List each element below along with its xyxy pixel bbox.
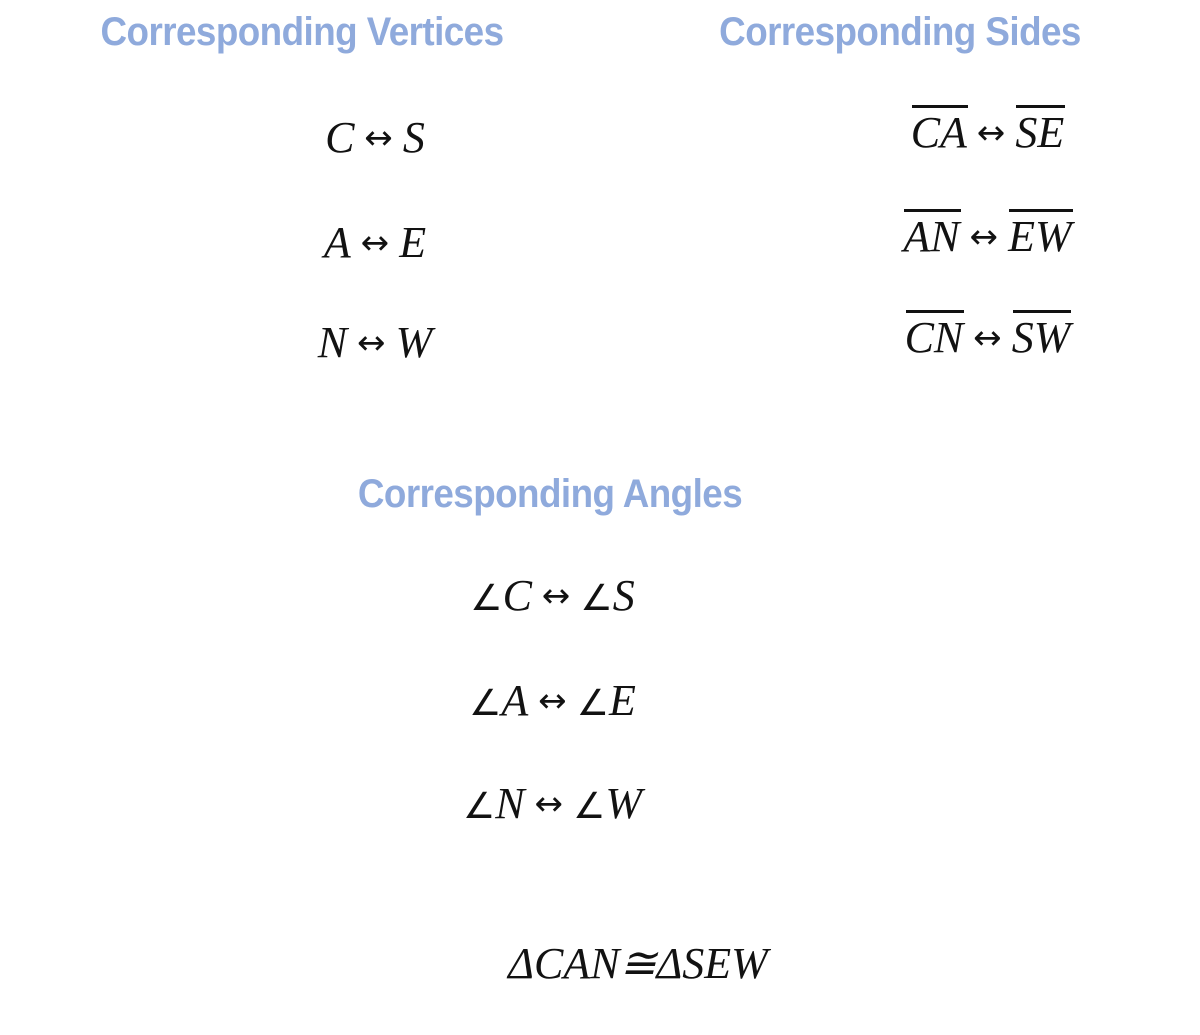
vertex-left-label: C <box>325 113 355 162</box>
angle-left-label: N <box>495 779 525 828</box>
congruent-symbol-icon: ≅ <box>619 939 657 988</box>
side-pair-row: CN↔SW <box>845 309 1130 367</box>
angle-symbol-icon: ∠ <box>462 786 496 827</box>
correspondence-arrow-icon: ↔ <box>541 576 571 616</box>
segment-left-label: AN <box>903 208 961 263</box>
side-pair-row: AN↔EW <box>845 208 1130 266</box>
delta-symbol-icon: Δ <box>508 939 534 988</box>
correspondence-arrow-icon: ↔ <box>976 113 1006 153</box>
vertex-right-label: S <box>402 113 425 162</box>
angle-symbol-icon: ∠ <box>573 786 606 827</box>
vertex-left-label: A <box>323 218 351 267</box>
angle-pair-row: ∠N↔∠W <box>410 778 695 833</box>
vertex-right-label: W <box>395 318 433 367</box>
delta-symbol-icon: Δ <box>656 939 683 988</box>
angle-symbol-icon: ∠ <box>580 578 613 619</box>
segment-right-label: SE <box>1015 104 1066 159</box>
angle-left-label: C <box>502 571 532 620</box>
correspondence-arrow-icon: ↔ <box>969 217 999 257</box>
angle-left-label: A <box>501 676 529 725</box>
correspondence-arrow-icon: ↔ <box>538 681 567 721</box>
correspondence-arrow-icon: ↔ <box>973 318 1002 358</box>
segment-right-label: SW <box>1012 309 1072 364</box>
angle-symbol-icon: ∠ <box>469 683 502 724</box>
left-triangle-label: CAN <box>534 939 620 988</box>
correspondence-arrow-icon: ↔ <box>364 118 393 158</box>
correspondence-arrow-icon: ↔ <box>357 323 386 363</box>
angle-right-label: S <box>612 571 635 620</box>
segment-left-label: CA <box>911 104 969 159</box>
segment-right-label: EW <box>1008 208 1073 263</box>
congruence-conclusion: ΔCAN≅ΔSEW <box>438 938 838 990</box>
vertex-pair-row: A↔E <box>245 217 505 272</box>
correspondence-arrow-icon: ↔ <box>534 784 564 824</box>
angle-symbol-icon: ∠ <box>576 683 610 724</box>
angle-pair-row: ∠C↔∠S <box>410 570 695 625</box>
angle-right-label: E <box>609 676 636 725</box>
heading-corresponding-vertices: Corresponding Vertices <box>100 10 505 54</box>
angle-right-label: W <box>605 779 643 828</box>
correspondence-arrow-icon: ↔ <box>360 223 390 263</box>
vertex-pair-row: N↔W <box>245 317 505 372</box>
heading-corresponding-sides: Corresponding Sides <box>719 10 1081 54</box>
segment-left-label: CN <box>905 309 964 364</box>
angle-pair-row: ∠A↔∠E <box>410 675 695 730</box>
vertex-right-label: E <box>399 218 427 267</box>
heading-corresponding-angles: Corresponding Angles <box>357 472 743 516</box>
angle-symbol-icon: ∠ <box>470 578 503 619</box>
vertex-pair-row: C↔S <box>245 112 505 167</box>
side-pair-row: CA↔SE <box>845 104 1130 162</box>
right-triangle-label: SEW <box>682 939 768 988</box>
vertex-left-label: N <box>317 318 348 367</box>
